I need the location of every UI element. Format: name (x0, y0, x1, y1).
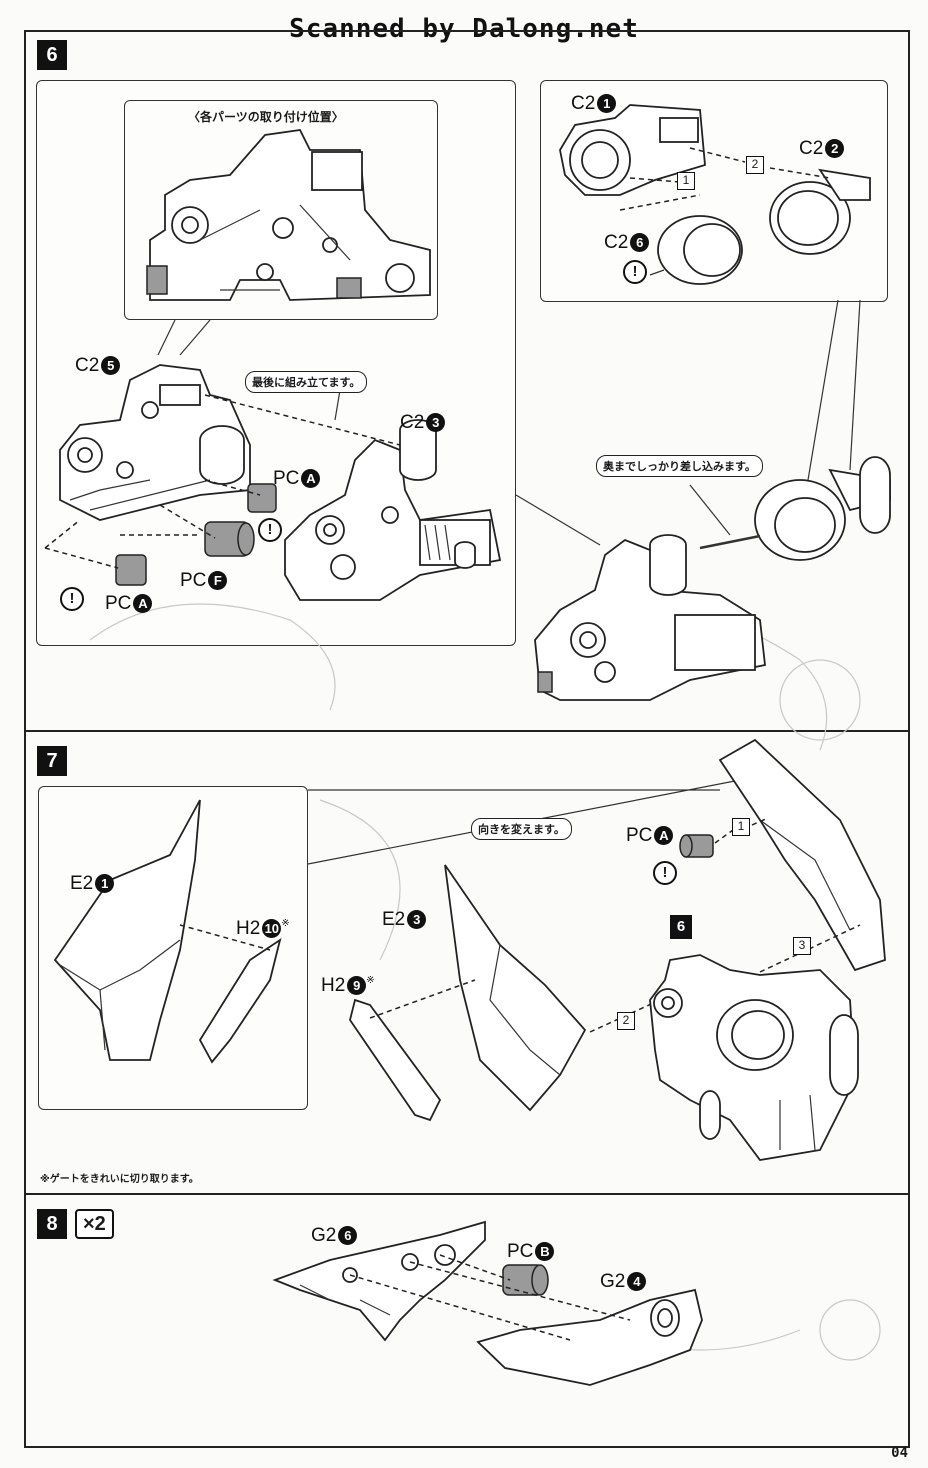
part-code: H2 (236, 918, 261, 939)
part-number-dot: B (535, 1242, 555, 1261)
part-code: PC (626, 825, 653, 846)
step-7-sub-panel (38, 786, 308, 1110)
part-code: C2 (604, 232, 629, 253)
part-code: PC (180, 570, 207, 591)
order-marker-2: 2 (617, 1012, 635, 1030)
step-8-section (24, 1193, 910, 1448)
note-change-direction: 向きを変えます。 (471, 818, 572, 840)
step-6-inset-part-locations (124, 100, 438, 320)
part-code: H2 (321, 975, 346, 996)
part-code: PC (507, 1241, 534, 1262)
caution-icon: ! (258, 518, 282, 542)
part-code: PC (273, 468, 300, 489)
part-code: C2 (400, 412, 425, 433)
part-number-dot: 1 (95, 874, 115, 893)
part-number-dot: 2 (825, 139, 845, 158)
part-code: C2 (571, 93, 596, 114)
part-number-dot: A (133, 594, 153, 613)
inset-title: 〈各パーツの取り付け位置〉 (188, 110, 344, 124)
scan-watermark: Scanned by Dalong.net (289, 14, 639, 44)
part-code: E2 (382, 909, 406, 930)
order-marker-3: 3 (793, 937, 811, 955)
order-marker-1: 1 (732, 818, 750, 836)
quantity-multiplier: ×2 (75, 1209, 114, 1239)
part-number-dot: A (301, 469, 321, 488)
step-8-number: 8 (37, 1209, 67, 1239)
part-number-dot: 10 (262, 919, 282, 938)
part-code: C2 (75, 355, 100, 376)
order-marker-2: 2 (746, 156, 764, 174)
part-code: E2 (70, 873, 94, 894)
part-number-dot: A (654, 826, 674, 845)
step-6-reference-badge: 6 (670, 915, 692, 939)
part-number-dot: 3 (407, 910, 427, 929)
caution-icon: ! (653, 861, 677, 885)
part-number-dot: 1 (597, 94, 617, 113)
gate-note-mark: ※ (366, 975, 375, 986)
step-6-number: 6 (37, 40, 67, 70)
part-number-dot: F (208, 571, 228, 590)
gate-cutting-footnote: ※ゲートをきれいに切り取ります。 (40, 1174, 199, 1185)
part-code: C2 (799, 138, 824, 159)
page-number: 04 (891, 1445, 908, 1461)
part-code: PC (105, 593, 132, 614)
part-code: G2 (600, 1271, 626, 1292)
caution-icon: ! (623, 260, 647, 284)
part-number-dot: 6 (338, 1226, 358, 1245)
part-number-dot: 3 (426, 413, 446, 432)
order-marker-1: 1 (677, 172, 695, 190)
part-number-dot: 5 (101, 356, 121, 375)
part-number-dot: 9 (347, 976, 367, 995)
step-7-number: 7 (37, 746, 67, 776)
gate-note-mark: ※ (281, 918, 290, 929)
caution-icon: ! (60, 587, 84, 611)
note-assemble-last: 最後に組み立てます。 (245, 371, 368, 393)
part-number-dot: 6 (630, 233, 650, 252)
part-code: G2 (311, 1225, 337, 1246)
part-number-dot: 4 (627, 1272, 647, 1291)
note-insert-fully: 奥までしっかり差し込みます。 (596, 455, 763, 477)
